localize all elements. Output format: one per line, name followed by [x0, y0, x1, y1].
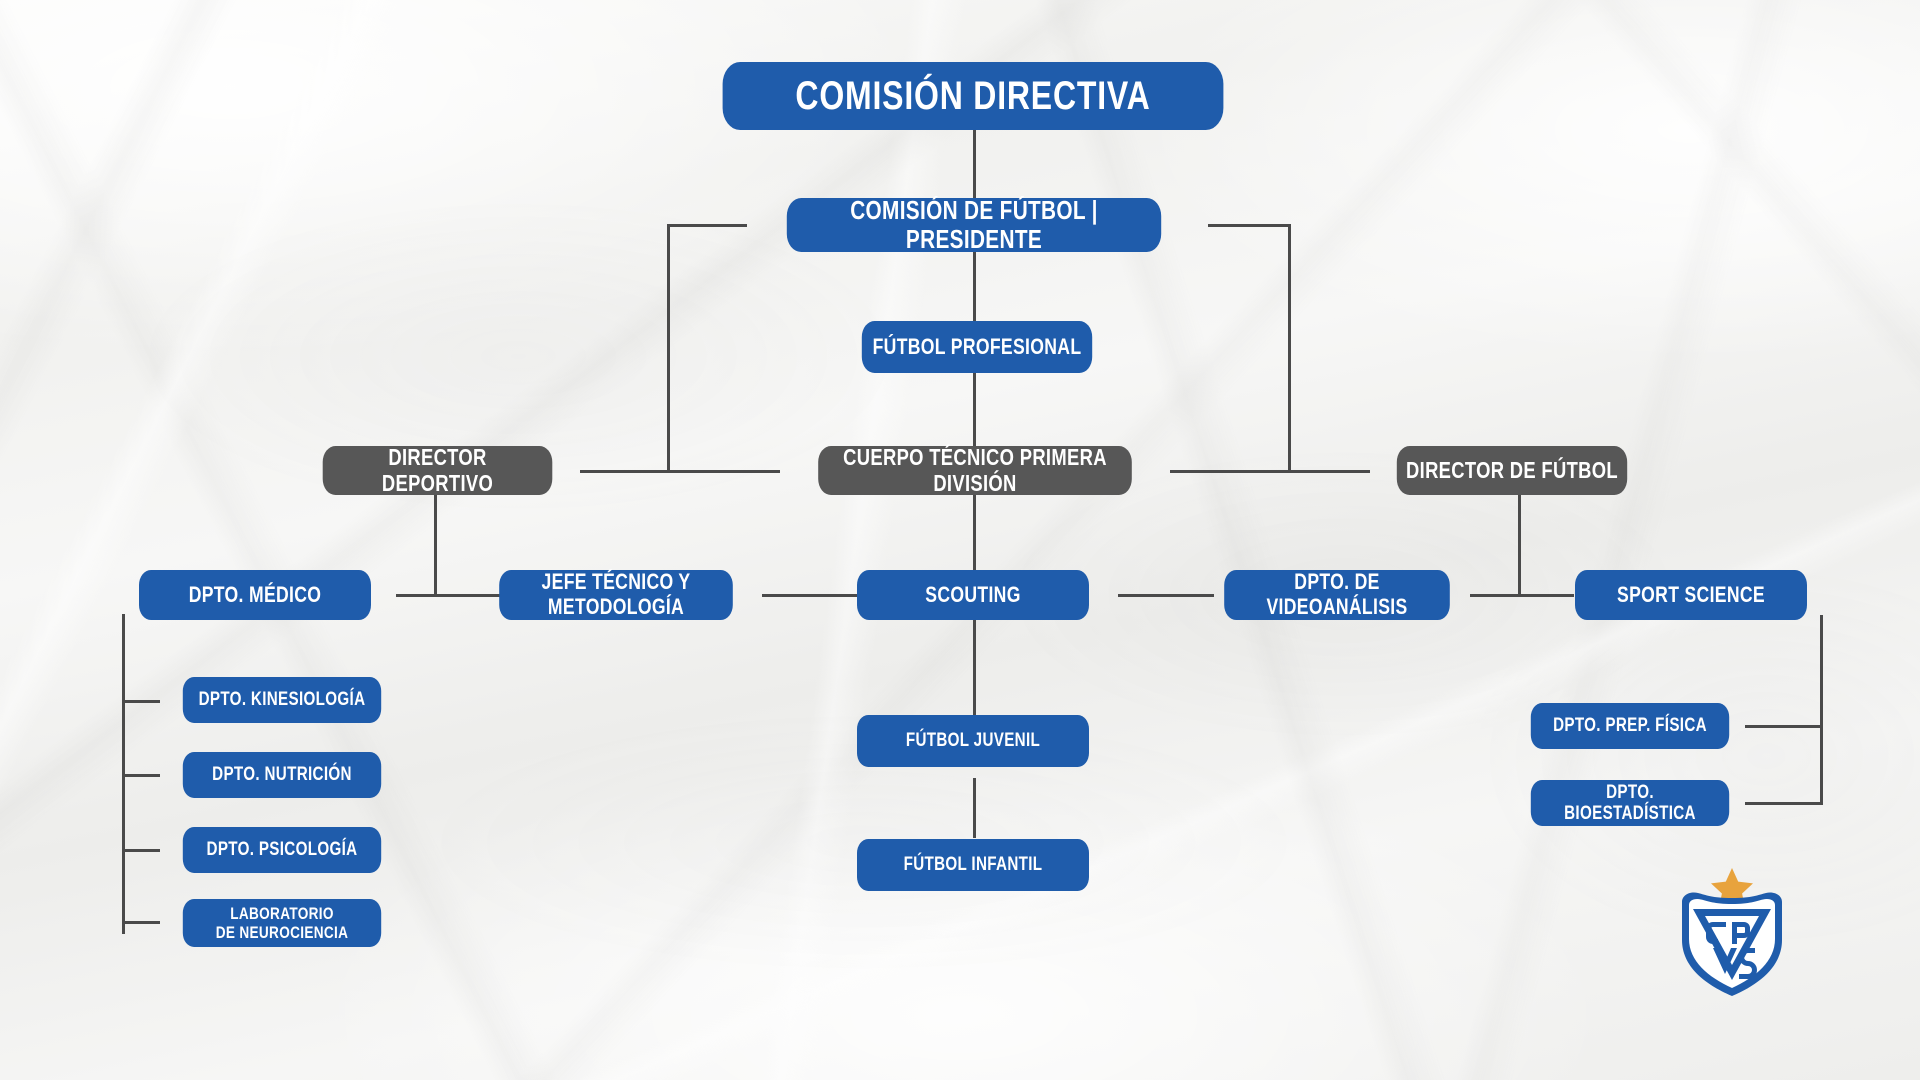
connector-medico-to-nutricion [122, 774, 160, 777]
connector-scouting-to-juvenil [973, 615, 976, 715]
connector-comision-right-rail [1288, 224, 1291, 472]
connector-cuerpo-to-director-futbol [1170, 470, 1370, 473]
node-label: SCOUTING [925, 581, 1021, 607]
connector-sport-science-rail [1820, 615, 1823, 805]
node-futbol-profesional[interactable]: FÚTBOL PROFESIONAL [861, 321, 1093, 373]
connector-cuerpo-to-video [1118, 594, 1214, 597]
node-laboratorio-de-neurociencia[interactable]: LABORATORIO DE NEUROCIENCIA [182, 899, 382, 947]
connector-director-futbol-to-children [1470, 594, 1574, 597]
node-dpto-bioestadistica[interactable]: DPTO. BIOESTADÍSTICA [1530, 780, 1730, 826]
node-label: DPTO. PREP. FÍSICA [1553, 715, 1707, 737]
connector-medico-to-psicologia [122, 849, 160, 852]
node-futbol-infantil[interactable]: FÚTBOL INFANTIL [857, 839, 1089, 891]
node-label: JEFE TÉCNICO Y METODOLOGÍA [541, 569, 691, 619]
node-label: DPTO. KINESIOLOGÍA [198, 689, 366, 711]
node-scouting[interactable]: SCOUTING [857, 570, 1089, 620]
connector-director-deportivo-to-children [396, 594, 506, 597]
connector-comision-left-top [667, 224, 747, 227]
connector-comision-right-top [1208, 224, 1291, 227]
node-dpto-de-videoanalisis[interactable]: DPTO. DE VIDEOANÁLISIS [1224, 569, 1450, 620]
node-label: FÚTBOL JUVENIL [905, 730, 1041, 752]
node-label: COMISIÓN DE FÚTBOL | PRESIDENTE [850, 194, 1098, 254]
connector-sport-to-prep-fisica [1745, 725, 1823, 728]
node-label: DIRECTOR DEPORTIVO [381, 443, 494, 496]
node-dpto-kinesiologia[interactable]: DPTO. KINESIOLOGÍA [182, 677, 382, 723]
club-crest [1672, 862, 1792, 1002]
node-futbol-juvenil[interactable]: FÚTBOL JUVENIL [857, 715, 1089, 767]
connector-director-deportivo-down [434, 494, 437, 596]
node-label: DPTO. MÉDICO [188, 581, 322, 607]
node-cuerpo-tecnico-primera-division[interactable]: CUERPO TÉCNICO PRIMERA DIVISIÓN [818, 443, 1132, 496]
connector-comision-to-profesional [973, 250, 976, 322]
node-comision-de-futbol-presidente[interactable]: COMISIÓN DE FÚTBOL | PRESIDENTE [786, 194, 1162, 254]
node-sport-science[interactable]: SPORT SCIENCE [1575, 570, 1807, 620]
connector-sport-to-bioestadistica [1745, 802, 1823, 805]
connector-director-deportivo-to-cuerpo [580, 470, 780, 473]
node-director-de-futbol[interactable]: DIRECTOR DE FÚTBOL [1396, 446, 1628, 495]
connector-medico-to-laboratorio [122, 921, 160, 924]
connector-comision-left-rail [667, 224, 670, 472]
node-label: FÚTBOL PROFESIONAL [872, 333, 1082, 359]
node-comision-directiva[interactable]: COMISIÓN DIRECTIVA [722, 62, 1224, 130]
node-label: DPTO. NUTRICIÓN [212, 764, 352, 786]
letter-a-upper [1732, 922, 1750, 944]
connector-profesional-to-cuerpo [973, 372, 976, 448]
connector-cuerpo-down [973, 494, 976, 596]
connector-director-futbol-down [1518, 494, 1521, 596]
connector-medico-to-kinesiologia [122, 700, 160, 703]
node-label: DPTO. DE VIDEOANÁLISIS [1266, 569, 1408, 619]
node-label: CUERPO TÉCNICO PRIMERA DIVISIÓN [843, 443, 1107, 496]
connector-root-to-comision-futbol [973, 128, 976, 200]
node-label: COMISIÓN DIRECTIVA [795, 73, 1151, 118]
connector-juvenil-to-infantil [973, 778, 976, 838]
node-jefe-tecnico-y-metodologia[interactable]: JEFE TÉCNICO Y METODOLOGÍA [499, 569, 733, 620]
letter-c-upper [1706, 922, 1726, 944]
node-director-deportivo[interactable]: DIRECTOR DEPORTIVO [322, 443, 553, 496]
letter-v-lower [1713, 948, 1737, 974]
node-label: SPORT SCIENCE [1617, 581, 1765, 607]
node-label: DIRECTOR DE FÚTBOL [1406, 456, 1618, 483]
node-label: DPTO. PSICOLOGÍA [206, 839, 358, 861]
node-label: LABORATORIO DE NEUROCIENCIA [215, 903, 349, 942]
letter-s-lower [1739, 948, 1757, 979]
node-dpto-psicologia[interactable]: DPTO. PSICOLOGÍA [182, 827, 382, 873]
node-label: DPTO. BIOESTADÍSTICA [1564, 781, 1696, 824]
node-label: FÚTBOL INFANTIL [903, 854, 1043, 876]
node-dpto-prep-fisica[interactable]: DPTO. PREP. FÍSICA [1530, 703, 1730, 749]
node-dpto-nutricion[interactable]: DPTO. NUTRICIÓN [182, 752, 382, 798]
node-dpto-medico[interactable]: DPTO. MÉDICO [139, 570, 371, 620]
